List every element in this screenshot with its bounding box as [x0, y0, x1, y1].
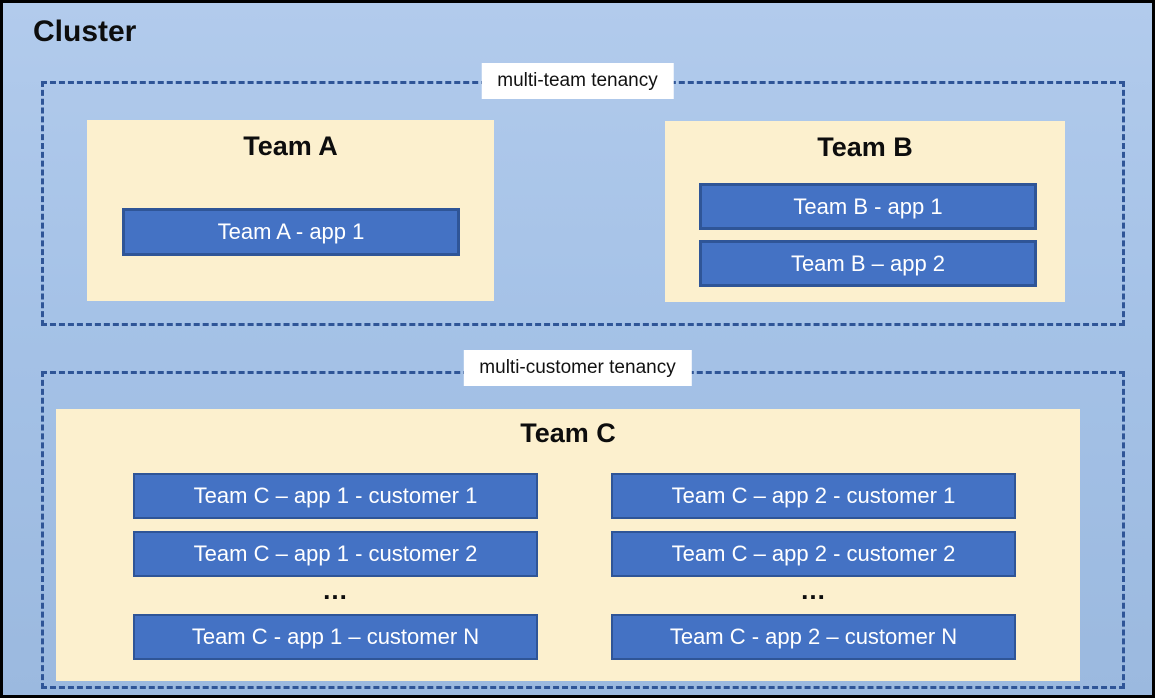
team-b-title: Team B: [817, 132, 913, 162]
team-c-app2-ellipsis: ...: [801, 575, 826, 605]
team-c-app2-customer-2-box: Team C – app 2 - customer 2: [611, 531, 1016, 577]
multi-customer-tenancy-label: multi-customer tenancy: [463, 350, 692, 386]
team-c-panel: Team C Team C – app 1 - customer 1 Team …: [56, 409, 1080, 681]
cluster-title: Cluster: [33, 15, 137, 48]
team-c-app1-customer-1-box: Team C – app 1 - customer 1: [133, 473, 538, 519]
team-a-title: Team A: [243, 131, 338, 161]
multi-team-tenancy-label: multi-team tenancy: [481, 63, 674, 99]
team-c-app2-column: Team C – app 2 - customer 1 Team C – app…: [611, 473, 1016, 660]
team-c-title: Team C: [520, 418, 616, 448]
team-c-app1-customer-n-box: Team C - app 1 – customer N: [133, 614, 538, 660]
team-b-app-2-box: Team B – app 2: [699, 240, 1037, 287]
team-c-app1-customer-2-box: Team C – app 1 - customer 2: [133, 531, 538, 577]
team-c-app2-customer-n-box: Team C - app 2 – customer N: [611, 614, 1016, 660]
team-a-app-1-box: Team A - app 1: [122, 208, 460, 256]
team-b-app-1-box: Team B - app 1: [699, 183, 1037, 230]
team-c-app1-ellipsis: ...: [323, 575, 348, 605]
team-b-panel: Team B Team B - app 1 Team B – app 2: [665, 121, 1065, 302]
team-c-app2-customer-1-box: Team C – app 2 - customer 1: [611, 473, 1016, 519]
team-a-panel: Team A Team A - app 1: [87, 120, 494, 301]
team-c-app1-column: Team C – app 1 - customer 1 Team C – app…: [133, 473, 538, 660]
